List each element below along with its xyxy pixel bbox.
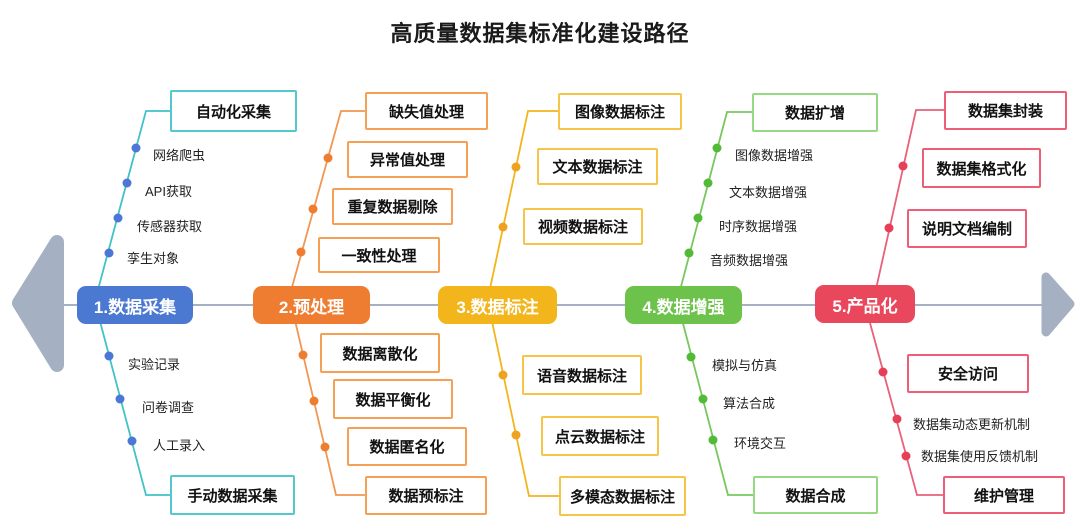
left-arrow-icon bbox=[12, 235, 64, 372]
stage-node-data-augmentation: 4.数据增强 bbox=[625, 286, 742, 324]
branch-dot bbox=[298, 350, 308, 360]
box-data-anonymization: 数据匿名化 bbox=[347, 427, 467, 466]
branch-dot bbox=[712, 143, 722, 153]
branch-dot bbox=[131, 143, 141, 153]
box-speech-annotation: 语音数据标注 bbox=[522, 355, 642, 395]
box-duplicate-removal: 重复数据剔除 bbox=[332, 188, 453, 225]
branch-dot bbox=[708, 435, 718, 445]
box-multimodal-annotation: 多模态数据标注 bbox=[559, 476, 686, 516]
item-algorithm-synthesis: 算法合成 bbox=[723, 396, 776, 411]
branch-line-stage1-bottom bbox=[96, 309, 170, 496]
branch-line-stage5-bottom bbox=[866, 311, 943, 496]
right-arrow-icon bbox=[1041, 272, 1075, 337]
branch-line-stage2-top bbox=[288, 110, 365, 299]
stage-node-productization: 5.产品化 bbox=[815, 285, 915, 323]
box-manual-collection: 手动数据采集 bbox=[170, 475, 295, 515]
branch-dot bbox=[115, 394, 125, 404]
item-api-acquisition: API获取 bbox=[145, 184, 192, 199]
branch-dot bbox=[511, 430, 521, 440]
branch-line-stage3-bottom bbox=[489, 311, 559, 497]
branch-dot bbox=[113, 213, 123, 223]
branch-dot bbox=[511, 162, 521, 172]
branch-dot bbox=[498, 370, 508, 380]
branch-line-stage4-top bbox=[677, 111, 752, 299]
diagram-title: 高质量数据集标准化建设路径 bbox=[390, 21, 690, 46]
branch-dot bbox=[878, 367, 888, 377]
branch-dot bbox=[703, 178, 713, 188]
box-data-balancing: 数据平衡化 bbox=[333, 379, 453, 419]
branch-dot bbox=[686, 352, 696, 362]
branch-dot bbox=[498, 222, 508, 232]
item-sensor-acquisition: 传感器获取 bbox=[137, 219, 203, 234]
branch-dot bbox=[698, 394, 708, 404]
branch-line-stage5-top bbox=[873, 109, 944, 299]
box-missing-value-handling: 缺失值处理 bbox=[365, 92, 488, 130]
branch-line-stage1-top bbox=[91, 110, 170, 313]
item-usage-feedback-mechanism: 数据集使用反馈机制 bbox=[921, 449, 1039, 464]
item-text-augmentation: 文本数据增强 bbox=[729, 185, 808, 200]
box-point-cloud-annotation: 点云数据标注 bbox=[541, 416, 659, 456]
branch-dot bbox=[122, 178, 132, 188]
branch-dot bbox=[323, 153, 333, 163]
branch-dot bbox=[127, 436, 137, 446]
item-experiment-records: 实验记录 bbox=[128, 357, 181, 372]
stage-node-data-collection: 1.数据采集 bbox=[77, 286, 193, 324]
box-documentation: 说明文档编制 bbox=[907, 209, 1027, 248]
branch-dot bbox=[296, 247, 306, 257]
branch-dot bbox=[898, 161, 908, 171]
item-simulation: 模拟与仿真 bbox=[712, 358, 778, 373]
item-questionnaire-survey: 问卷调查 bbox=[142, 400, 195, 415]
branch-line-stage4-bottom bbox=[679, 311, 753, 496]
box-data-discretization: 数据离散化 bbox=[320, 333, 440, 373]
box-data-augmentation: 数据扩增 bbox=[752, 93, 878, 132]
box-secure-access: 安全访问 bbox=[907, 354, 1029, 393]
item-environment-interaction: 环境交互 bbox=[734, 436, 787, 451]
stage-node-preprocessing: 2.预处理 bbox=[253, 286, 370, 324]
branch-dot bbox=[104, 351, 114, 361]
item-digital-twin: 孪生对象 bbox=[127, 251, 180, 266]
box-outlier-handling: 异常值处理 bbox=[347, 141, 468, 178]
box-text-annotation: 文本数据标注 bbox=[537, 148, 658, 185]
branch-line-stage2-bottom bbox=[292, 311, 365, 496]
branch-dot bbox=[320, 442, 330, 452]
stage-node-data-annotation: 3.数据标注 bbox=[438, 286, 557, 324]
branch-dot bbox=[684, 248, 694, 258]
box-consistency-handling: 一致性处理 bbox=[318, 237, 440, 273]
item-image-augmentation: 图像数据增强 bbox=[735, 148, 814, 163]
item-time-series-augmentation: 时序数据增强 bbox=[719, 219, 798, 234]
box-dataset-packaging: 数据集封装 bbox=[944, 91, 1067, 130]
item-audio-augmentation: 音频数据增强 bbox=[710, 253, 789, 268]
branch-dot bbox=[901, 451, 911, 461]
box-video-annotation: 视频数据标注 bbox=[523, 208, 643, 245]
item-web-crawler: 网络爬虫 bbox=[153, 148, 206, 163]
item-manual-entry: 人工录入 bbox=[153, 438, 206, 453]
box-dataset-formatting: 数据集格式化 bbox=[922, 148, 1041, 188]
item-dynamic-update-mechanism: 数据集动态更新机制 bbox=[913, 417, 1031, 432]
box-data-pre-annotation: 数据预标注 bbox=[365, 476, 487, 515]
branch-dot bbox=[309, 396, 319, 406]
branch-dot bbox=[884, 223, 894, 233]
box-data-synthesis: 数据合成 bbox=[753, 476, 878, 514]
box-image-annotation: 图像数据标注 bbox=[558, 93, 682, 130]
branch-line-stage3-top bbox=[487, 110, 558, 299]
branch-dot bbox=[892, 414, 902, 424]
box-automated-collection: 自动化采集 bbox=[170, 90, 297, 132]
branch-dot bbox=[104, 248, 114, 258]
branch-dot bbox=[308, 204, 318, 214]
branch-dot bbox=[693, 213, 703, 223]
box-maintenance-management: 维护管理 bbox=[943, 476, 1065, 514]
